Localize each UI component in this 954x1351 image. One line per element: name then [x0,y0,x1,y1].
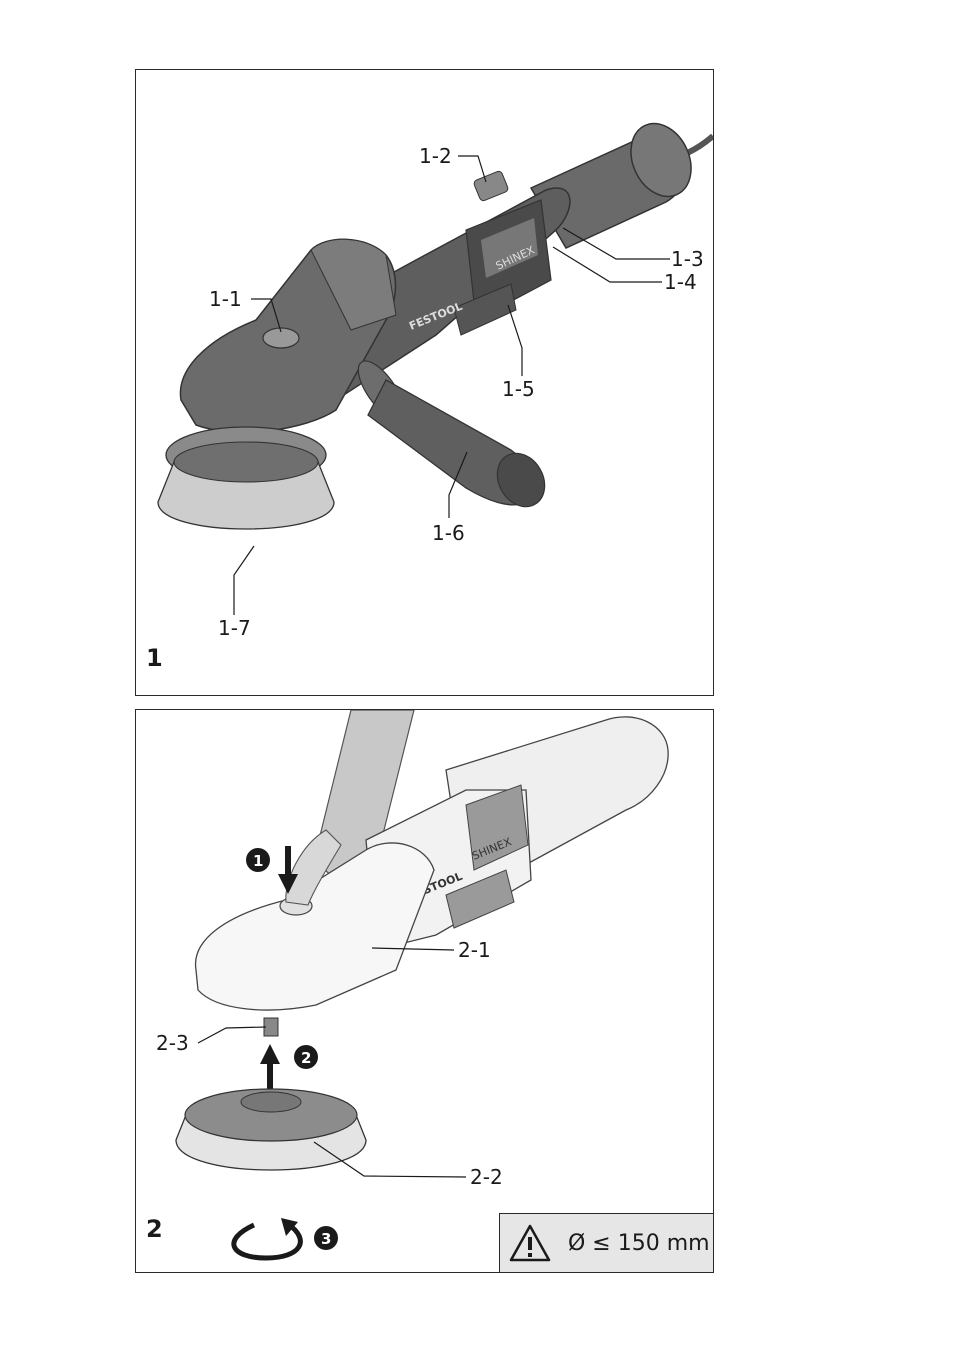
callout-2-3: 2-3 [156,1031,189,1055]
speed-wheel [473,170,509,202]
gear-head [194,842,435,1011]
remove-arrow-head [260,1044,280,1064]
callout-1-5: 1-5 [502,377,535,401]
step-3-number: 3 [321,1230,331,1248]
step-3-badge [314,1226,338,1250]
pad-change-illustration: SHINEX FESTOOL 1 2 3 2-1 2-3 2-2 [156,710,669,1261]
side-handle-end [496,452,546,508]
warning-triangle-icon [509,1224,551,1262]
polisher-illustration: SHINEX FESTOOL 1-2 1-3 1-4 1-1 1-5 1-6 1… [157,122,713,640]
callout-1-4: 1-4 [664,270,697,294]
callout-2-1: 2-1 [458,938,491,962]
step-2-number: 2 [301,1049,311,1067]
figure-number: 2 [146,1215,163,1243]
step-1-badge [246,848,270,872]
spindle [263,1017,279,1037]
leader-1-6 [448,451,468,518]
leader-1-3 [562,227,670,260]
sponge-top [173,441,319,483]
warning-box: Ø ≤ 150 mm [499,1213,714,1273]
leader-2-3 [197,1026,267,1044]
leader-1-5 [507,304,523,376]
callout-1-1: 1-1 [209,287,242,311]
leader-1-2 [458,155,487,183]
gear-head-top [310,238,397,331]
rotate-arrow-head [281,1218,298,1236]
leader-2-2 [313,1141,467,1178]
leader-1-4 [552,246,662,283]
step-1-number: 1 [253,852,263,870]
callout-1-2: 1-2 [419,144,452,168]
vent-grille-lower [445,869,515,929]
sponge-hub [240,1091,302,1113]
sponge-backing [184,1088,358,1142]
rotate-arrow [231,1221,303,1261]
figure-1-panel: SHINEX FESTOOL 1-2 1-3 1-4 1-1 1-5 1-6 1… [135,69,714,696]
vent-mesh-upper [481,218,538,278]
leader-2-1 [371,947,455,951]
step-2-badge [294,1045,318,1069]
figure-number: 1 [146,644,163,672]
rear-handle-end [630,122,692,198]
callout-1-7: 1-7 [218,616,251,640]
leader-1-1 [251,298,282,333]
vent-mesh-lower [453,283,517,336]
figure-2-panel: SHINEX FESTOOL 1 2 3 2-1 2-3 2-2 2 [135,709,714,1273]
press-arrow-head [278,874,298,894]
spindle-lock-button [262,327,300,349]
leader-1-7 [233,545,255,615]
callout-1-3: 1-3 [671,247,704,271]
vent-grille [465,784,529,871]
pad-diameter-limit: Ø ≤ 150 mm [568,1230,710,1256]
callout-2-2: 2-2 [470,1165,503,1189]
callout-1-6: 1-6 [432,521,465,545]
